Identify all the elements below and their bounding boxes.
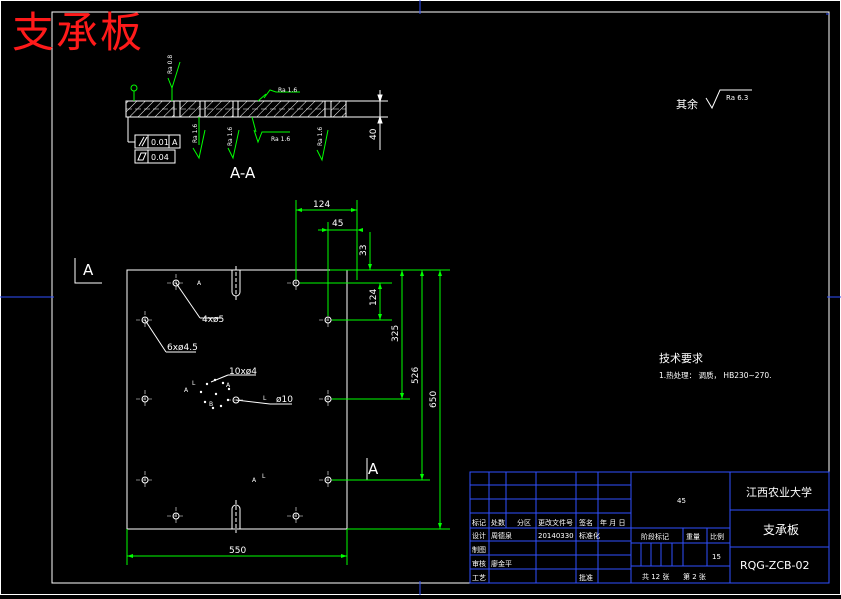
view-marker-right: A xyxy=(368,460,379,478)
tb-university: 江西农业大学 xyxy=(746,485,812,499)
tb-header-mark: 标记 xyxy=(472,518,486,527)
tb-checker: 廖金平 xyxy=(491,559,512,568)
tech-requirements: 技术要求 1.热处理： 调质， HB230~270. xyxy=(659,352,772,380)
drawing-title: 支承板 xyxy=(12,8,145,57)
tb-header-zone: 分区 xyxy=(517,518,531,527)
dim-650: 650 xyxy=(429,391,439,408)
tb-designer: 周德泉 xyxy=(491,531,512,540)
tb-row-draw: 制图 xyxy=(472,545,486,554)
svg-text:L: L xyxy=(192,380,196,387)
tb-part-name: 支承板 xyxy=(763,523,799,537)
svg-text:A: A xyxy=(197,280,202,287)
svg-text:L: L xyxy=(262,473,266,480)
roughness-mark-3: Ra 1.6 xyxy=(227,127,234,146)
tb-scale-value: 15 xyxy=(712,553,721,561)
callout-6x45: 6xø4.5 xyxy=(167,343,198,353)
tb-header-date: 年 月 日 xyxy=(600,518,625,527)
general-roughness-value: Ra 6.3 xyxy=(726,94,748,102)
tb-row-process: 工艺 xyxy=(472,574,486,582)
svg-text:B: B xyxy=(209,401,213,408)
general-roughness: 其余 Ra 6.3 xyxy=(676,89,752,111)
tb-date: 20140330 xyxy=(538,532,574,540)
dim-33: 33 xyxy=(359,245,369,256)
tb-row-design: 设计 xyxy=(472,531,486,540)
gdt-parallelism-value: 0.01 xyxy=(151,138,169,147)
tb-scale-label: 比例 xyxy=(710,532,724,541)
roughness-mark-4: Ra 1.6 xyxy=(271,136,290,143)
dim-325: 325 xyxy=(391,325,401,342)
tb-stage-label: 阶段标记 xyxy=(641,532,669,541)
callout-10x4: 10xø4 xyxy=(229,367,257,377)
tb-weight-label: 重量 xyxy=(686,533,700,541)
title-block: 标记 处数 分区 更改文件号 签名 年 月 日 设计 周德泉 20140330 … xyxy=(469,471,830,584)
tb-row-review: 审核 xyxy=(472,559,486,568)
svg-text:A: A xyxy=(252,477,257,484)
tb-drawing-number: RQG-ZCB-02 xyxy=(740,559,810,572)
tb-header-doc: 更改文件号 xyxy=(538,518,573,527)
section-view: 40 Ra 0.8 Ra 1.6 Ra 1.6 Ra 1.6 Ra 1.6 xyxy=(125,55,388,182)
dimensions xyxy=(126,200,450,565)
roughness-mark-5: Ra 1.6 xyxy=(317,127,324,146)
tb-std-label: 标准化 xyxy=(579,531,600,540)
dim-526: 526 xyxy=(411,367,421,384)
svg-text:L: L xyxy=(263,395,267,402)
view-marker-top: A xyxy=(83,261,94,279)
plate-view: A A L L A L A B 4xø5 6xø4.5 10xø4 ø10 xyxy=(74,258,392,533)
tech-req-item1: 1.热处理： 调质， HB230~270. xyxy=(659,370,772,380)
callout-10: ø10 xyxy=(276,395,293,405)
roughness-mark-6: Ra 1.6 xyxy=(278,87,297,94)
tb-sheets: 共 12 张 xyxy=(642,572,669,581)
roughness-mark-2: Ra 1.6 xyxy=(192,124,199,143)
gdt-parallelism-datum: A xyxy=(172,138,178,147)
tb-sheet-no: 第 2 张 xyxy=(683,572,706,581)
dim-124-top: 124 xyxy=(313,200,330,210)
tb-material: 45 xyxy=(677,497,686,505)
svg-text:A: A xyxy=(226,382,231,389)
tech-req-heading: 技术要求 xyxy=(659,352,703,365)
callout-4x5: 4xø5 xyxy=(202,315,224,325)
roughness-mark-1: Ra 0.8 xyxy=(167,55,174,74)
svg-text:A: A xyxy=(184,387,189,394)
section-label: A-A xyxy=(230,164,256,182)
dim-45: 45 xyxy=(332,219,343,229)
general-roughness-label: 其余 xyxy=(676,97,698,111)
dim-section-thickness: 40 xyxy=(369,128,379,140)
tb-header-count: 处数 xyxy=(491,518,505,527)
hole-pattern xyxy=(141,279,332,520)
dim-550: 550 xyxy=(229,546,246,556)
tb-approve: 批准 xyxy=(579,573,593,582)
tb-header-sign: 签名 xyxy=(579,518,593,527)
gdt-flatness-value: 0.04 xyxy=(151,153,169,162)
dim-124-side: 124 xyxy=(369,289,379,306)
